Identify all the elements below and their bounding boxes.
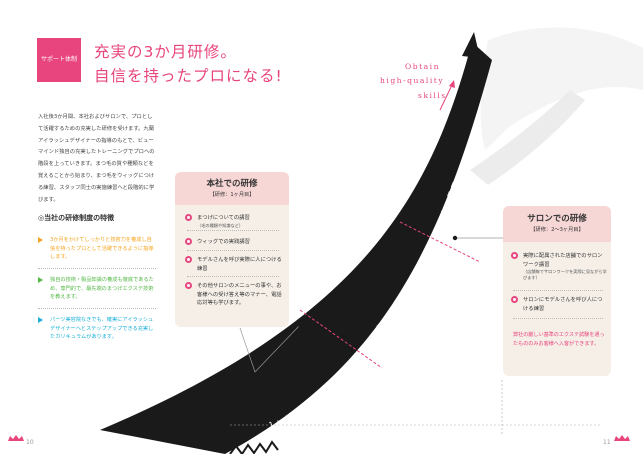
cyan-arrow-icon (38, 317, 43, 323)
hq-item-1-text: まつげについての講習 (197, 215, 250, 221)
salon-connector-dot (452, 235, 458, 241)
salon-card-header: サロンでの研修 【研修：2～3ヶ月目】 (503, 206, 611, 242)
hq-item-1-note: （毛の種類や知識など） (197, 222, 244, 228)
feature-text-1: 3か月をかけてしっかりと技術力を養成し自信を持ったプロとして活躍できるように指導… (50, 237, 154, 261)
bullet-icon (185, 214, 192, 221)
hq-item-2: ウィッグでの実践講習 (185, 238, 285, 247)
hq-item-4-text: その他サロンのメニューの事や、お客様への受け答え等のマナー、電話応対等も学びます… (197, 283, 282, 307)
feature-text-2: 独自の技術・製品知識の養成も徹底であるため、専門的で、最先端のまつげエクステ技術… (50, 277, 154, 301)
divider-1-2 (299, 309, 383, 369)
orange-arrow-icon (38, 237, 43, 243)
feature-item-2: 独自の技術・製品知識の養成も徹底であるため、専門的で、最先端のまつげエクステ技術… (38, 276, 156, 302)
feature-item-3: パーツ美容院なきでも、確実にアイラッシュデザイナーへとステップアップできる充実し… (38, 316, 156, 342)
salon-item-1-note: （店舗毎でサロンワークを実際に見ながら学びます） (523, 269, 607, 281)
pink-arrow-head (449, 80, 455, 88)
hq-card-subtitle: 【研修：1ヶ月目】 (209, 192, 255, 198)
feature-item-1: 3か月をかけてしっかりと技術力を養成し自信を持ったプロとして活躍できるように指導… (38, 236, 156, 262)
headline-line-1: 充実の3か月研修。 (94, 43, 237, 61)
crown-icon-right (614, 435, 630, 441)
salon-card-title: サロンでの研修 (527, 214, 587, 224)
salon-notice: 弊社の厳しい基準のエクステ試験を通ったもののみお客様へ入客ができます。 (513, 332, 605, 347)
english-line-2: high-quality (380, 76, 445, 85)
page-number-right: 11 (603, 439, 611, 446)
bullet-icon (185, 256, 192, 263)
hq-card-title: 本社での研修 (206, 179, 258, 189)
hq-item-1: まつげについての講習 （毛の種類や知識など） (185, 214, 285, 229)
bullet-icon (185, 282, 192, 289)
salon-training-card: サロンでの研修 【研修：2～3ヶ月目】 実際に配属された店舗でのサロンワーク講習… (503, 206, 611, 376)
hq-item-2-text: ウィッグでの実践講習 (197, 239, 250, 245)
bullet-icon (185, 238, 192, 245)
features-title: ◎当社の研修制度の特徴 (38, 214, 115, 222)
english-line-1: Obtain (405, 62, 440, 71)
salon-item-1-text: 実際に配属された店舗でのサロンワーク講習 (523, 253, 603, 268)
hq-connector (239, 324, 301, 373)
salon-divider (513, 318, 603, 319)
lash-comb-silhouette (470, 90, 585, 185)
crown-icon-left (8, 435, 24, 441)
hq-item-3-text: モデルさんを呼び実際に人につける練習 (197, 257, 282, 272)
feature-divider (38, 268, 156, 269)
hq-item-3: モデルさんを呼び実際に人につける練習 (185, 256, 283, 273)
intro-paragraph: 入社後3か月間、本社およびサロンで、プロとして活躍するための充実した研修を受けま… (38, 114, 155, 203)
feature-text-3: パーツ美容院なきでも、確実にアイラッシュデザイナーへとステップアップできる充実し… (50, 317, 154, 341)
hq-connector-dot (297, 322, 303, 328)
green-arrow-icon (38, 277, 43, 283)
hq-divider (187, 276, 279, 277)
lash-arrow-tip (462, 32, 480, 58)
salon-divider (513, 290, 603, 291)
feature-divider (38, 308, 156, 309)
pink-arrow-line (439, 84, 453, 111)
hq-divider (187, 250, 279, 251)
salon-card-subtitle: 【研修：2～3ヶ月目】 (530, 227, 584, 233)
lash-fringe (229, 440, 279, 454)
headline-line-2: 自信を持ったプロになる! (94, 67, 283, 85)
section-tag: サポート体制 (37, 38, 81, 82)
hq-divider (187, 230, 279, 231)
english-line-3: skills (418, 91, 447, 100)
bullet-icon (511, 296, 518, 303)
hq-item-4: その他サロンのメニューの事や、お客様への受け答え等のマナー、電話応対等も学びます… (185, 282, 285, 308)
hq-card-header: 本社での研修 【研修：1ヶ月目】 (175, 172, 289, 205)
salon-item-2: サロンにモデルさんを呼び人につける練習 (511, 296, 607, 313)
lash-band (100, 42, 492, 454)
salon-item-2-text: サロンにモデルさんを呼び人につける練習 (523, 297, 603, 312)
tweezers-silhouette (480, 27, 643, 151)
salon-item-1: 実際に配属された店舗でのサロンワーク講習 （店舗毎でサロンワークを実際に見ながら… (511, 252, 607, 281)
page-number-left: 10 (26, 439, 34, 446)
bullet-icon (511, 252, 518, 259)
hq-training-card: 本社での研修 【研修：1ヶ月目】 まつげについての講習 （毛の種類や知識など） … (175, 172, 289, 327)
